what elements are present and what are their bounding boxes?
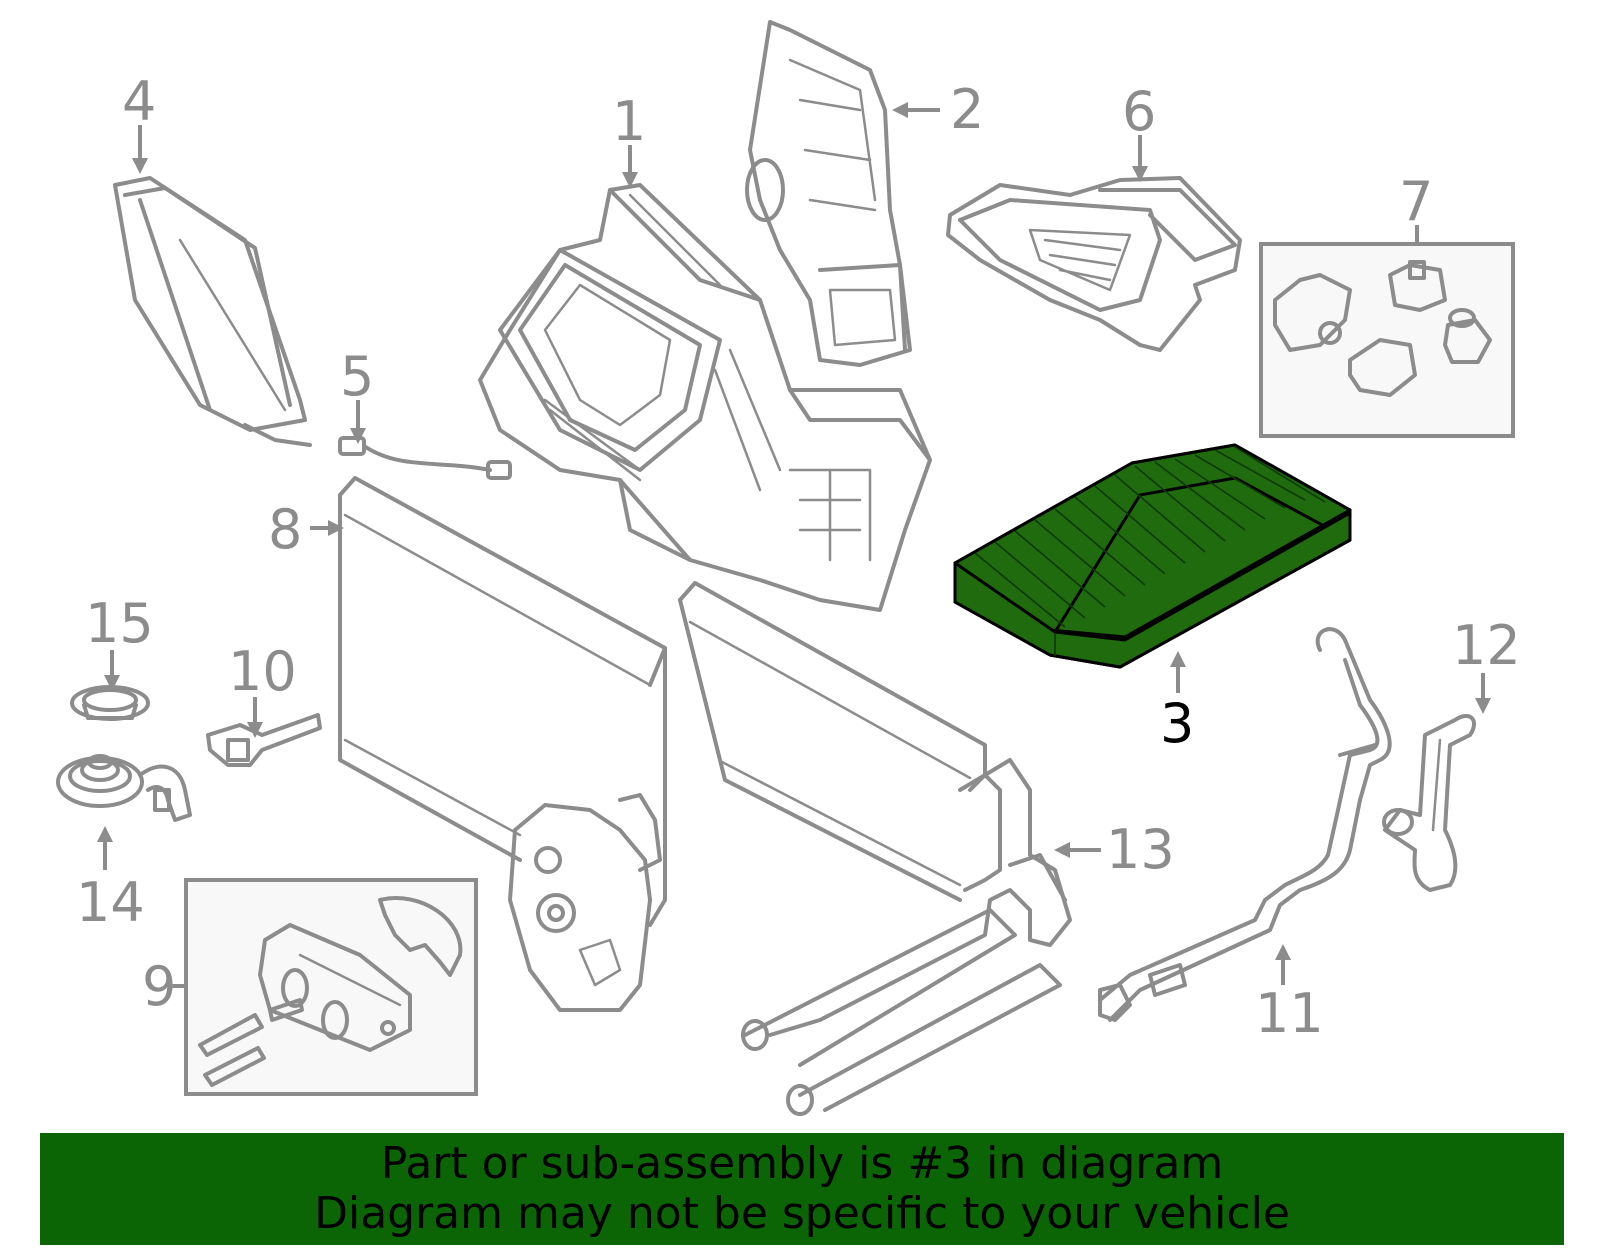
callout-14: 14 [76, 871, 145, 934]
callout-5: 5 [340, 345, 374, 408]
part-3-cabin-filter [953, 443, 1352, 669]
part-14-seal [56, 754, 192, 822]
callout-15: 15 [85, 592, 154, 655]
part-1-hvac-housing [478, 183, 932, 612]
part-6-flap [946, 176, 1242, 352]
callout-6: 6 [1122, 80, 1156, 143]
callout-2: 2 [950, 78, 984, 141]
leader-lines [97, 102, 1491, 988]
callout-10: 10 [228, 640, 297, 703]
callout-12: 12 [1452, 614, 1521, 677]
callout-11: 11 [1255, 982, 1324, 1045]
part-8-evaporator [338, 476, 667, 1012]
part-4-duct [113, 176, 312, 447]
banner-line-part: Part or sub-assembly is #3 in diagram [380, 1138, 1224, 1189]
part-13-heater-core [678, 581, 1072, 1116]
part-11-hose [1098, 627, 1392, 1022]
part-15-grommet [70, 685, 150, 721]
part-5-harness [338, 436, 512, 480]
callout-13: 13 [1106, 818, 1175, 881]
part-12-hose [1382, 714, 1476, 892]
callout-9: 9 [142, 955, 176, 1018]
part-10-sensor [206, 713, 322, 767]
callout-4: 4 [122, 70, 156, 133]
callout-1: 1 [612, 90, 646, 153]
callout-8: 8 [268, 498, 302, 561]
info-banner: Part or sub-assembly is #3 in diagram Di… [40, 1133, 1564, 1245]
part-9-valve-kit [184, 878, 478, 1096]
callout-3: 3 [1160, 692, 1194, 755]
part-2-blower-housing [745, 20, 912, 367]
part-7-sensor-kit [1259, 242, 1515, 438]
banner-line-disclaimer: Diagram may not be specific to your vehi… [314, 1188, 1290, 1239]
callout-7: 7 [1399, 170, 1433, 233]
